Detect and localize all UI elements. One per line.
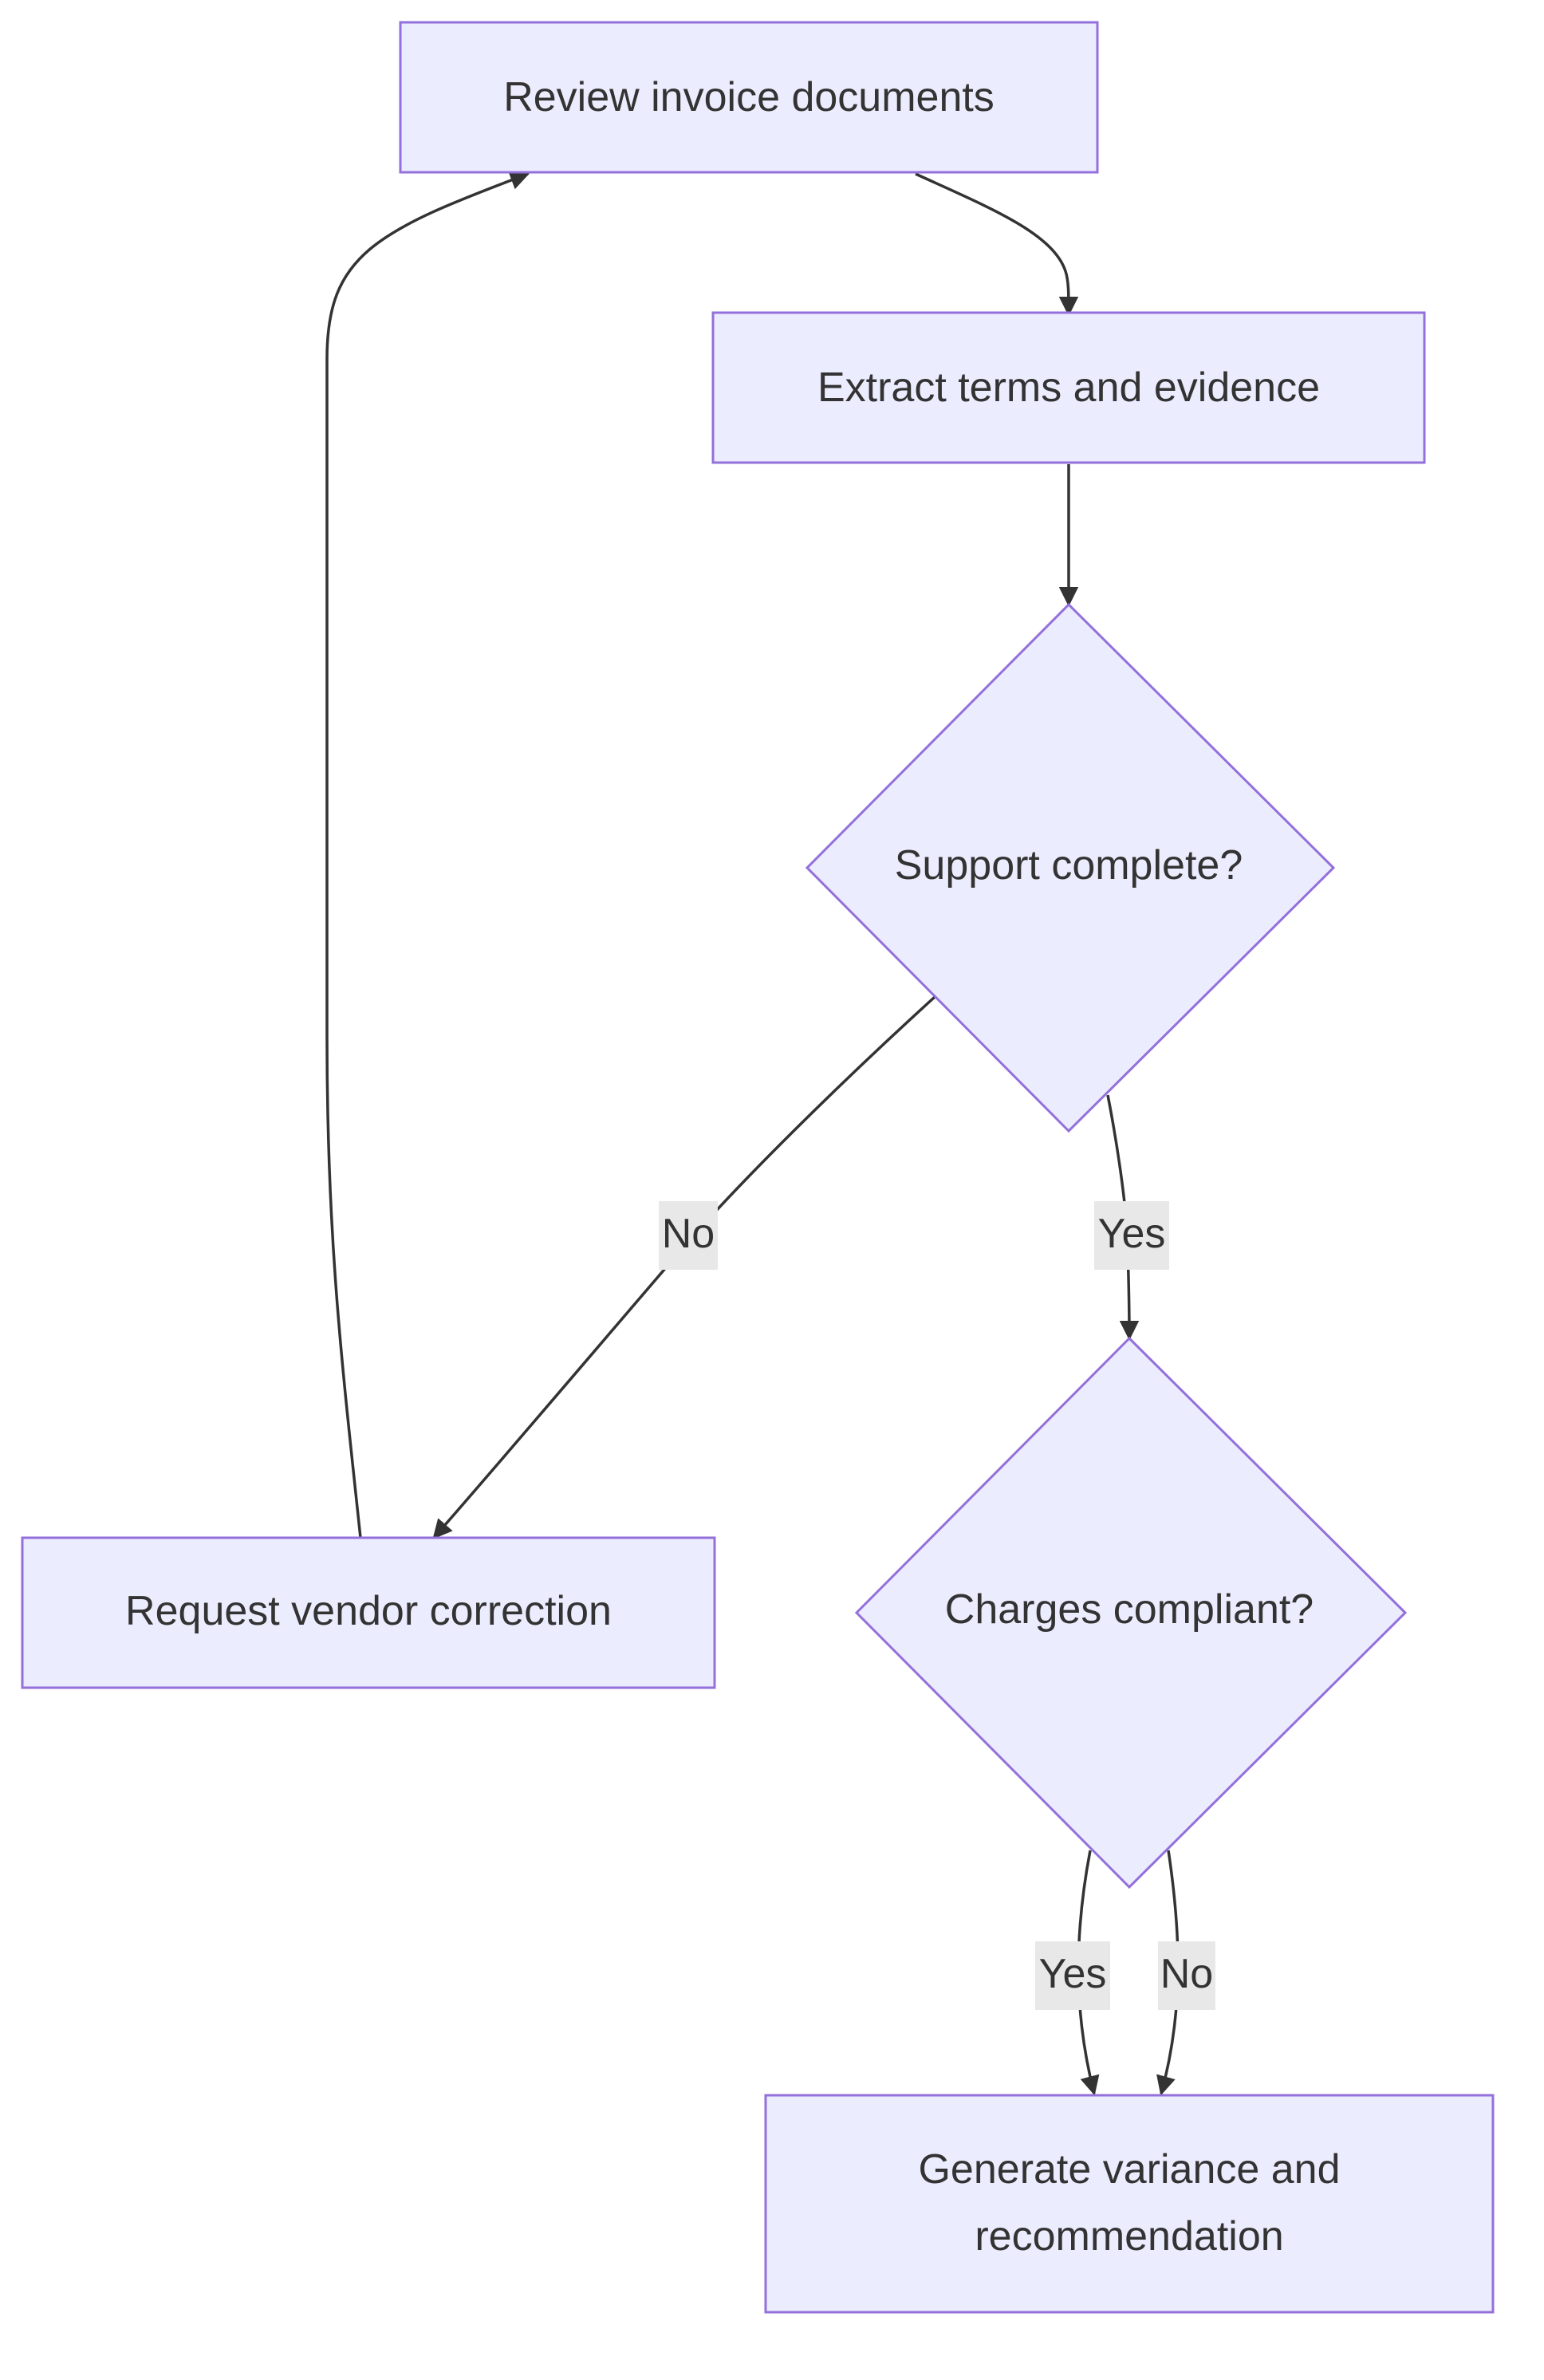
decision-support-complete: Support complete? [805, 602, 1336, 1133]
node-label: Charges compliant? [945, 1586, 1314, 1633]
node-label: Support complete? [895, 842, 1243, 889]
edge-label-text: Yes [1098, 1211, 1166, 1257]
node-review-invoice-documents: Review invoice documents [399, 21, 1099, 174]
edge-label-text: No [662, 1211, 715, 1257]
node-generate-variance-and-recommendation: Generate variance and recommendation [764, 2094, 1495, 2314]
edge-label-text: No [1160, 1951, 1213, 1997]
edge-label-support-yes: Yes [1094, 1201, 1169, 1270]
edge-label-charges-no: No [1158, 1941, 1215, 2010]
node-label-line-2: recommendation [975, 2213, 1283, 2260]
edge-request-to-review [325, 171, 530, 1539]
node-label: Review invoice documents [503, 74, 995, 120]
decision-charges-compliant: Charges compliant? [854, 1336, 1408, 1889]
edge-label-text: Yes [1039, 1951, 1107, 1997]
node-label-line-1: Generate variance and [918, 2146, 1340, 2193]
node-extract-terms-and-evidence: Extract terms and evidence [711, 311, 1426, 464]
edge-label-support-no: No [659, 1201, 718, 1270]
node-label: Request vendor correction [125, 1588, 612, 1634]
node-request-vendor-correction: Request vendor correction [21, 1536, 716, 1689]
edge-label-charges-yes: Yes [1035, 1941, 1110, 2010]
edge-review-to-extract [915, 172, 1079, 317]
node-label: Extract terms and evidence [817, 364, 1320, 411]
